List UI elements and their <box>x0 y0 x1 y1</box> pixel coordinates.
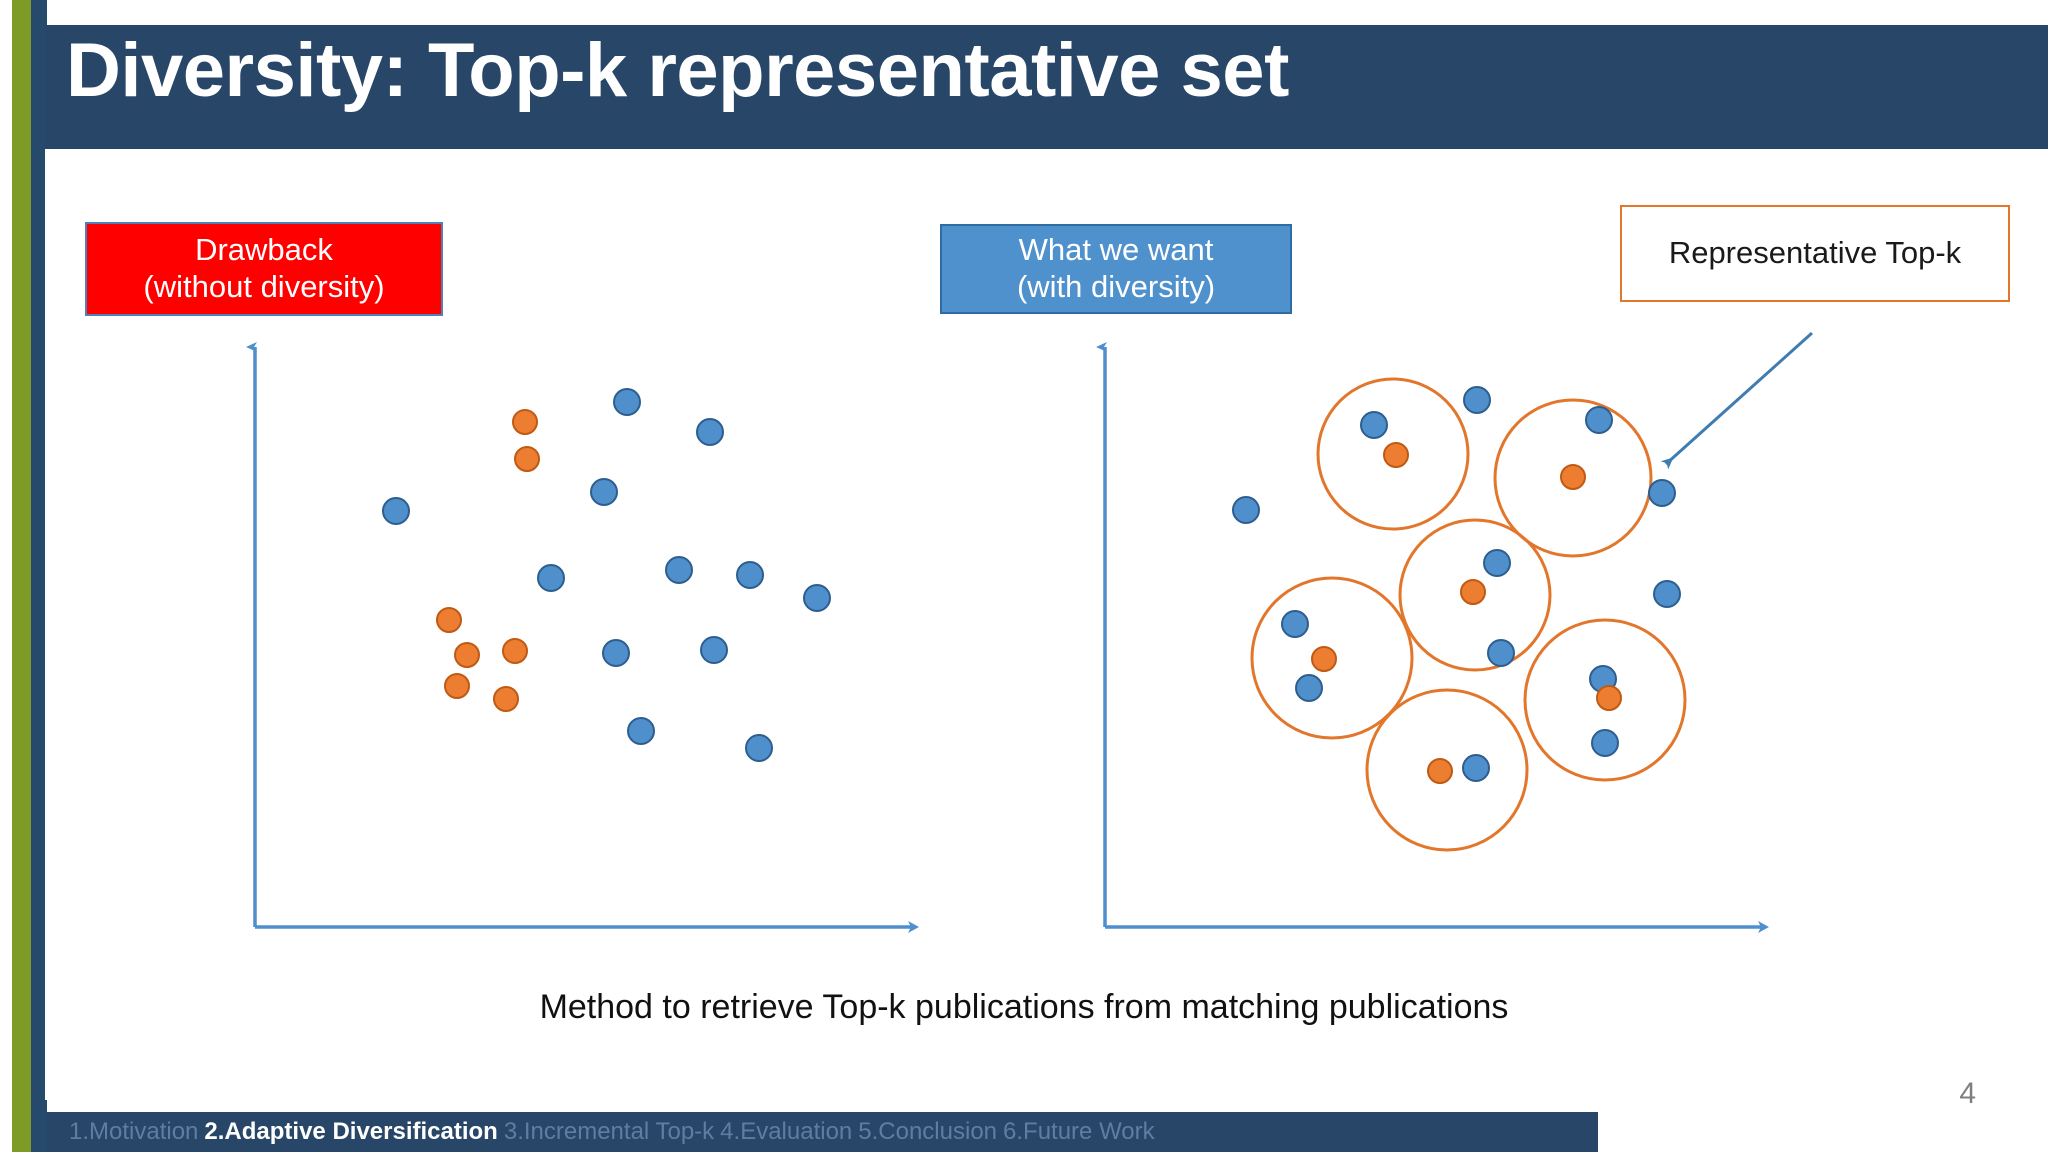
footer-nav-item-6[interactable]: 6.Future Work <box>1003 1118 1155 1145</box>
callout-representative-topk-label: Representative Top-k <box>1668 235 1962 271</box>
page-number: 4 <box>1959 1077 1976 1110</box>
callout-what-we-want-line1: What we want <box>1018 232 1214 268</box>
footer-nav-item-4[interactable]: 4.Evaluation <box>720 1118 853 1145</box>
footer-nav: 1.Motivation 2.Adaptive Diversification … <box>47 1112 1598 1152</box>
title-band <box>45 25 2048 149</box>
callout-what-we-want-line2: (with diversity) <box>1016 269 1216 304</box>
slide-caption: Method to retrieve Top-k publications fr… <box>539 988 1509 1026</box>
callout-drawback: Drawback (without diversity) <box>85 222 443 316</box>
callout-drawback-line1: Drawback <box>195 232 333 268</box>
left-olive-accent-bar <box>12 0 31 1152</box>
left-navy-accent-bar <box>31 0 47 1152</box>
footer-nav-item-1[interactable]: 1.Motivation <box>69 1118 199 1145</box>
callout-what-we-want: What we want (with diversity) <box>940 224 1292 314</box>
footer-nav-item-5[interactable]: 5.Conclusion <box>858 1118 998 1145</box>
callout-drawback-line2: (without diversity) <box>143 269 385 304</box>
footer-nav-item-3[interactable]: 3.Incremental Top-k <box>503 1118 715 1145</box>
page-title: Diversity: Top-k representative set <box>66 28 1289 113</box>
callout-representative-topk: Representative Top-k <box>1620 205 2010 302</box>
footer-nav-item-2[interactable]: 2.Adaptive Diversification <box>204 1118 498 1145</box>
